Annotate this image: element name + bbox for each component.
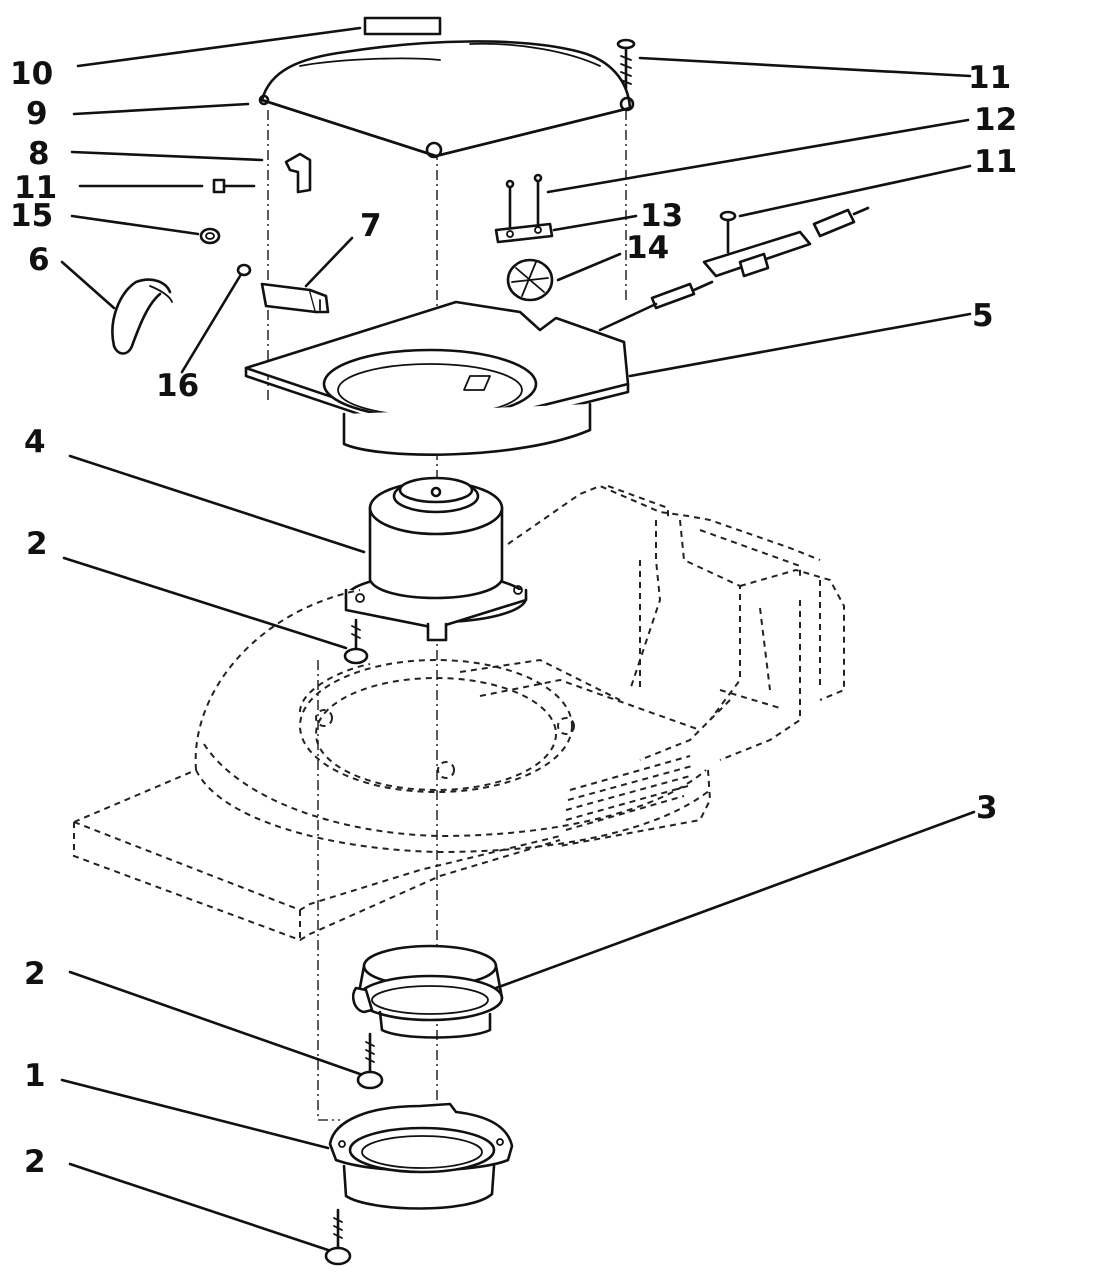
part-15-nut [199,227,221,245]
callout-5: 5 [972,298,994,334]
part-8-switch-clip [284,152,312,194]
part-11-screw-right [719,210,737,254]
callout-2: 2 [24,956,46,992]
leader-lines [60,26,976,1252]
part-2-screw-middle [356,1032,384,1090]
part-2-screw-upper [343,618,369,665]
callout-10: 10 [10,56,53,92]
part-6-cord-loop [111,278,173,355]
part-16-washer [236,263,252,277]
part-3-blower-ring [351,944,504,1039]
callout-15: 15 [10,198,53,234]
callout-16: 16 [156,368,199,404]
callout-6: 6 [28,242,50,278]
part-11-screw-left [212,178,256,194]
callout-labels: 10 9 8 11 15 6 7 16 4 2 11 12 11 13 14 5… [10,56,1017,1180]
part-2-screw-bottom [324,1208,352,1266]
callout-9: 9 [26,96,48,132]
callout-11: 11 [14,170,57,206]
cord-connector [650,206,870,310]
mower-deck-phantom [73,484,845,942]
part-4-motor [344,476,528,642]
part-10-label-plate [363,16,442,36]
part-12-screws [505,173,543,230]
part-14-strain-relief [506,258,554,302]
part-11-screw-top [616,38,636,90]
callout-12: 12 [974,102,1017,138]
callout-1: 1 [24,1058,46,1094]
callout-4: 4 [24,424,46,460]
callout-13: 13 [640,198,683,234]
callout-2: 2 [24,1144,46,1180]
part-1-bottom-collar [328,1102,514,1210]
callout-7: 7 [360,208,382,244]
part-5-motor-housing [244,300,630,456]
callout-8: 8 [28,136,50,172]
part-13-cord-clamp [494,222,554,244]
callout-14: 14 [626,230,669,266]
callout-2: 2 [26,526,48,562]
part-7-switch [260,282,330,314]
part-9-top-cover [258,40,635,159]
callout-11: 11 [968,60,1011,96]
callout-3: 3 [976,790,998,826]
callout-11: 11 [974,144,1017,180]
